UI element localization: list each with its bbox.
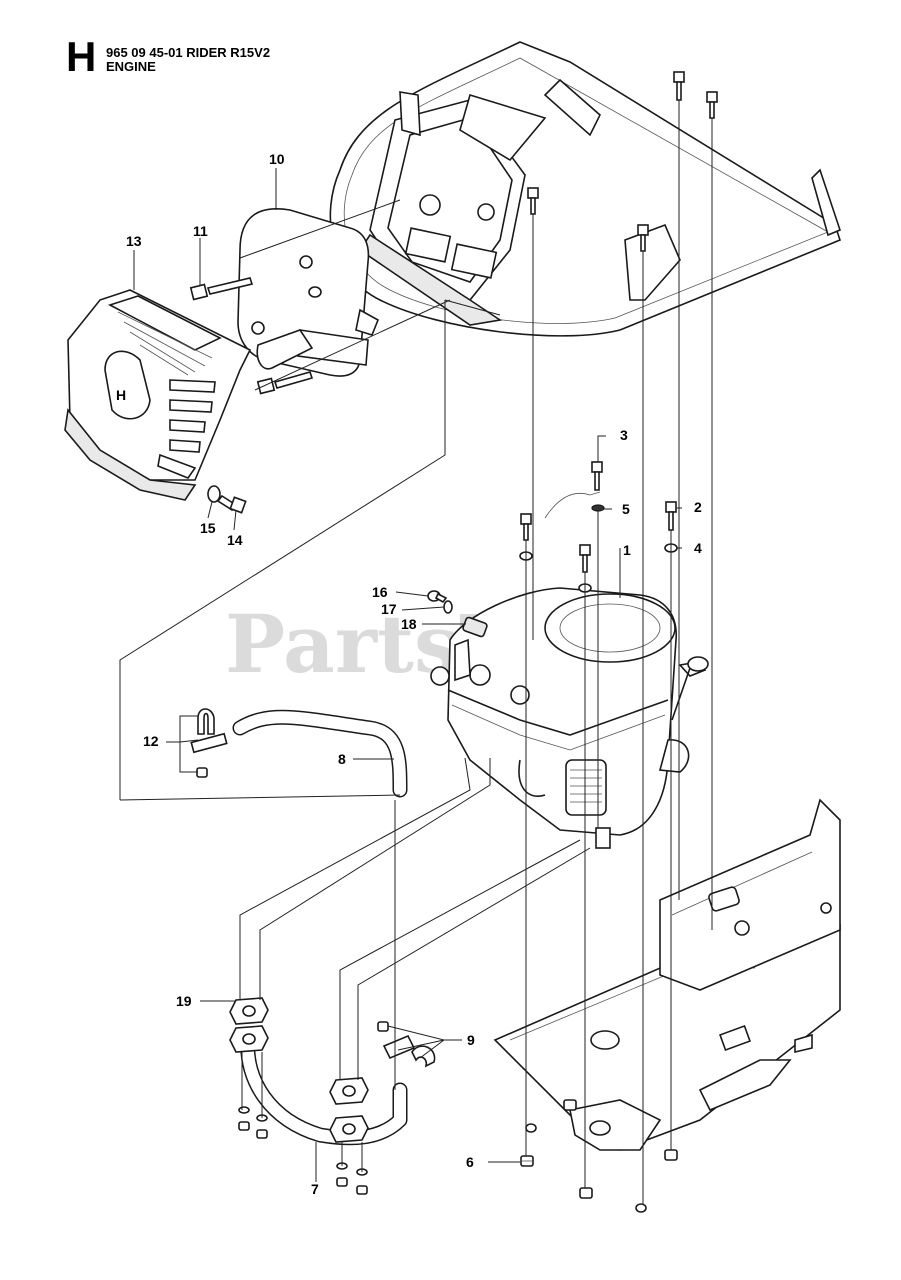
nut-chassis — [563, 1099, 577, 1111]
washer-17 — [443, 600, 453, 614]
flange-lower-right — [329, 1077, 369, 1143]
nut-6 — [520, 1155, 534, 1167]
callout-12: 12 — [143, 733, 159, 749]
heat-shield: H — [64, 289, 252, 501]
callout-17: 17 — [381, 601, 397, 617]
muffler — [237, 208, 380, 377]
callout-leaders — [133, 168, 682, 1182]
engine-mount-bracket — [358, 91, 681, 326]
callout-8: 8 — [338, 751, 346, 767]
drain-tube-7 — [240, 1032, 408, 1146]
frame-bolt-c — [527, 187, 539, 215]
bolt-3 — [591, 461, 603, 491]
chassis-frame — [493, 798, 841, 1151]
washer-6 — [525, 1123, 537, 1133]
screw-11-lower — [256, 371, 314, 395]
hose-8 — [232, 709, 408, 798]
hardware-bottom-left — [238, 1106, 368, 1195]
brand-logo-mark: H — [116, 387, 126, 403]
callout-19: 19 — [176, 993, 192, 1009]
callout-7: 7 — [311, 1181, 319, 1197]
callout-5: 5 — [622, 501, 630, 517]
callout-10: 10 — [269, 151, 285, 167]
bolt-2 — [665, 501, 677, 531]
assembly-lines — [119, 100, 713, 1205]
callout-16: 16 — [372, 584, 388, 600]
spacer-18 — [462, 616, 488, 638]
frame-bolt-b — [706, 91, 718, 119]
callout-13: 13 — [126, 233, 142, 249]
page-header: H 965 09 45-01 RIDER R15V2 ENGINE — [0, 0, 901, 90]
callout-3: 3 — [620, 427, 628, 443]
callout-4: 4 — [694, 540, 702, 556]
diagram-subtitle: ENGINE — [106, 59, 156, 74]
callout-15: 15 — [200, 520, 216, 536]
callout-14: 14 — [227, 532, 243, 548]
bolt-14 — [216, 494, 247, 514]
callout-labels: 1 2 3 4 5 6 7 8 9 10 11 12 13 14 15 16 1… — [126, 151, 702, 1197]
callout-18: 18 — [401, 616, 417, 632]
callout-11: 11 — [193, 223, 208, 239]
nut-right — [664, 1149, 678, 1161]
bolt-left — [520, 513, 532, 541]
frame-bolt-d — [637, 224, 649, 252]
screw-11 — [189, 277, 254, 301]
washer-15 — [207, 485, 221, 503]
engine — [430, 587, 709, 849]
bolt-center — [579, 544, 591, 573]
callout-1: 1 — [623, 542, 631, 558]
fuel-line — [544, 491, 601, 519]
callout-9: 9 — [467, 1032, 475, 1048]
callout-6: 6 — [466, 1154, 474, 1170]
diagram-title: 965 09 45-01 RIDER R15V2 — [106, 45, 271, 60]
hose-clamp-12 — [190, 708, 228, 778]
frame-bolt-a — [673, 71, 685, 101]
callout-2: 2 — [694, 499, 702, 515]
flange-19 — [229, 997, 269, 1053]
nut-center — [579, 1187, 593, 1199]
section-letter: H — [66, 33, 97, 80]
bolt-16 — [427, 590, 448, 604]
washer-bottom — [635, 1203, 647, 1213]
